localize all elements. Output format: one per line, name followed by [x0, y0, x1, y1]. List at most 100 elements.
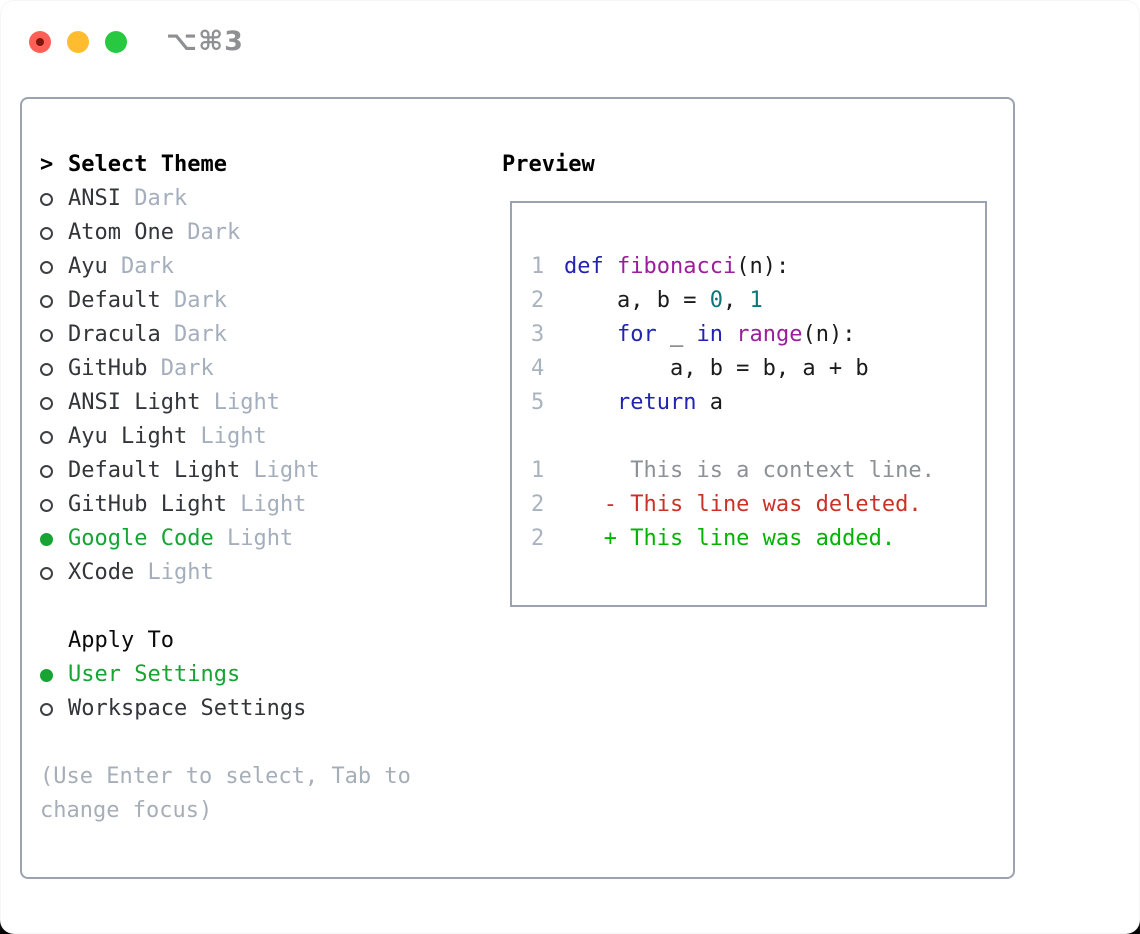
apply-option-name: User Settings [68, 662, 241, 687]
close-button-icon[interactable] [29, 30, 51, 53]
minimize-button-icon[interactable] [67, 30, 89, 53]
theme-option[interactable]: Google Code Light [40, 522, 485, 556]
token-lit: 1 [749, 288, 763, 313]
help-line: change focus) [40, 798, 213, 823]
radio-icon [40, 362, 53, 376]
token-pln [604, 254, 617, 279]
code-line: 4 a, b = b, a + b [531, 352, 985, 386]
code-block: 1 def fibonacci(n): 2 a, b = 0, 1 3 for … [531, 250, 985, 556]
token-pln: , [722, 288, 750, 313]
theme-option-name: Ayu Light [68, 424, 188, 449]
theme-option-name: Atom One [68, 220, 174, 245]
theme-option[interactable]: GitHub Dark [40, 352, 485, 386]
theme-option-name: GitHub [68, 356, 148, 381]
theme-variant-tag: Light [226, 526, 294, 551]
preview-header: Preview [502, 152, 595, 177]
theme-option[interactable]: Ayu Light Light [40, 420, 485, 454]
code-text: a, b = 0, 1 [564, 284, 763, 318]
token-pln [564, 390, 617, 415]
theme-list: ANSI Dark Atom One Dark Ayu Dark Default… [40, 182, 485, 590]
theme-variant-tag: Light [240, 492, 307, 517]
code-line [531, 420, 985, 454]
theme-variant-tag: Dark [160, 356, 214, 381]
radio-icon [40, 396, 53, 410]
theme-option-name: ANSI [68, 186, 121, 211]
code-text: + This line was added. [564, 522, 895, 556]
theme-list-pane: > Select Theme ANSI Dark Atom One Dark A… [40, 148, 485, 828]
theme-option[interactable]: Dracula Dark [40, 318, 485, 352]
spacer [40, 590, 485, 624]
line-number: 2 [531, 492, 545, 517]
token-ctx: This is a context line. [564, 458, 935, 483]
theme-variant-tag: Dark [173, 322, 227, 347]
token-kwd: for [616, 322, 657, 347]
line-number: 4 [531, 356, 545, 381]
token-pln: a [696, 390, 723, 415]
code-line: 2 - This line was deleted. [531, 488, 985, 522]
token-kwd: return [616, 390, 697, 415]
code-line: 2 a, b = 0, 1 [531, 284, 985, 318]
theme-option-name: Default [68, 288, 161, 313]
radio-icon [40, 464, 53, 478]
token-pln [723, 322, 736, 347]
line-number: 5 [531, 390, 545, 415]
line-number [531, 420, 564, 454]
theme-option[interactable]: ANSI Dark [40, 182, 485, 216]
code-text: - This line was deleted. [564, 488, 922, 522]
radio-icon [40, 328, 53, 342]
theme-variant-tag: Dark [173, 288, 227, 313]
token-typ: fibonacci [617, 254, 737, 279]
apply-to-list: User Settings Workspace Settings [40, 658, 485, 726]
help-line: (Use Enter to select, Tab to [40, 764, 411, 789]
code-line: 3 for _ in range(n): [531, 318, 985, 352]
token-kwd: def [564, 254, 604, 279]
theme-variant-tag: Dark [187, 220, 241, 245]
zoom-button-icon[interactable] [105, 30, 127, 53]
radio-icon [40, 192, 53, 206]
theme-option[interactable]: ANSI Light Light [40, 386, 485, 420]
window-title: ⌥⌘3 [166, 26, 244, 57]
line-number: 1 [531, 254, 545, 279]
focus-caret-icon: > [40, 152, 54, 177]
theme-option-name: XCode [68, 560, 135, 585]
theme-option[interactable]: Workspace Settings [40, 692, 485, 726]
theme-option[interactable]: Default Dark [40, 284, 485, 318]
radio-icon [40, 430, 53, 444]
token-pln: _ [656, 322, 697, 347]
line-number: 1 [531, 458, 545, 483]
token-add: + This line was added. [564, 526, 896, 551]
theme-option[interactable]: Atom One Dark [40, 216, 485, 250]
radio-icon [40, 702, 53, 716]
code-text: a, b = b, a + b [564, 352, 869, 386]
theme-option[interactable]: Default Light Light [40, 454, 485, 488]
token-typ: range [736, 322, 803, 347]
theme-option[interactable]: User Settings [40, 658, 485, 692]
code-text: def fibonacci(n): [564, 250, 789, 284]
code-preview-box: 1 def fibonacci(n): 2 a, b = 0, 1 3 for … [510, 201, 987, 607]
theme-option-name: GitHub Light [68, 492, 227, 517]
spacer [40, 726, 485, 760]
token-pln: (n): [736, 254, 790, 279]
apply-option-name: Workspace Settings [68, 696, 307, 721]
radio-icon [40, 260, 53, 274]
token-kwd: in [696, 322, 723, 347]
radio-icon [40, 668, 53, 682]
theme-option[interactable]: XCode Light [40, 556, 485, 590]
theme-option[interactable]: Ayu Dark [40, 250, 485, 284]
theme-picker-panel: > Select Theme ANSI Dark Atom One Dark A… [20, 97, 1015, 879]
theme-option-name: Default Light [68, 458, 241, 483]
line-number: 2 [531, 288, 545, 313]
code-line: 1 def fibonacci(n): [531, 250, 985, 284]
token-pln: a, b = b, a + b [564, 356, 869, 381]
token-pln: (n): [802, 322, 856, 347]
code-text: for _ in range(n): [564, 318, 855, 352]
theme-variant-tag: Light [253, 458, 320, 483]
token-lit: 0 [709, 288, 723, 313]
code-line: 5 return a [531, 386, 985, 420]
theme-option-name: ANSI Light [68, 390, 201, 415]
theme-option-name: Dracula [68, 322, 161, 347]
radio-icon [40, 532, 53, 546]
theme-option[interactable]: GitHub Light Light [40, 488, 485, 522]
code-line: 2 + This line was added. [531, 522, 985, 556]
